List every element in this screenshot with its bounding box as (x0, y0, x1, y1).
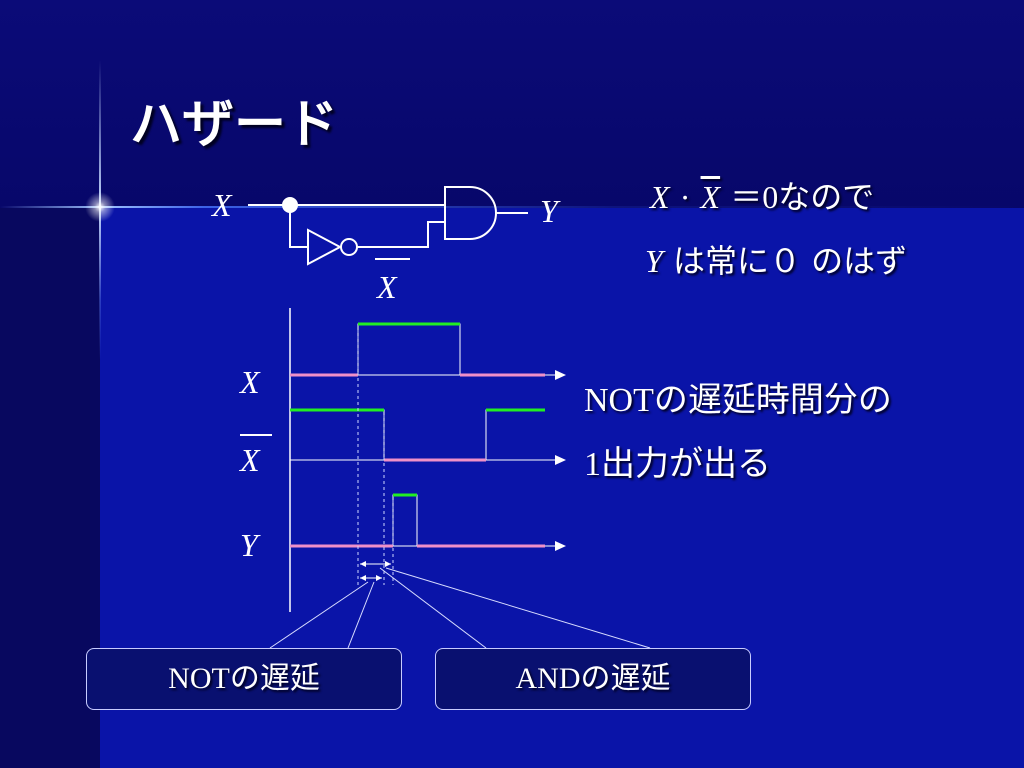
not-gate (307, 228, 343, 266)
inverted-wire (357, 221, 445, 248)
note-line-2-rest: 出力が出る (601, 444, 771, 484)
and-callout-leader-left (379, 567, 487, 649)
not-delay-suffix: の遅延 (229, 661, 320, 696)
formula-xbar: X (700, 179, 721, 215)
statement-line: Y は常に０ のはず (645, 236, 907, 282)
not-callout-leader-left (269, 581, 369, 649)
background-top (0, 0, 1024, 208)
timing-chart (269, 308, 651, 649)
statement-y: Y (645, 243, 663, 279)
delay-arrow-lower-right-head (376, 575, 382, 581)
signal-label-x: X (238, 364, 261, 400)
slide-title: ハザード (130, 95, 339, 155)
branch-wire (289, 205, 308, 248)
logic-circuit (248, 186, 528, 266)
and-callout-leader-right (385, 567, 651, 649)
formula-dot: · (679, 179, 691, 215)
formula-x: X (650, 179, 670, 215)
note-line-1: NOTの遅延時間分の (584, 372, 892, 421)
note-line-1-rest: の遅延時間分の (653, 380, 892, 420)
note-one: 1 (584, 446, 601, 483)
not-delay-prefix: NOT (168, 662, 230, 695)
note-not: NOT (584, 382, 654, 419)
not-gate-bubble (340, 238, 358, 256)
xbar-waveform (290, 409, 545, 461)
not-delay-callout: NOTの遅延 (86, 648, 402, 710)
statement-zero: ０ (768, 243, 801, 279)
x-arrowhead (555, 370, 566, 380)
and-delay-suffix: の遅延 (580, 661, 671, 696)
callout-leaders (269, 567, 651, 649)
circuit-inverted-label: X (375, 269, 398, 305)
formula-equals: ＝ (730, 179, 763, 215)
and-gate (444, 186, 497, 240)
xbar-arrowhead (555, 455, 566, 465)
and-delay-callout: ANDの遅延 (435, 648, 751, 710)
delay-arrow-lower-left-head (360, 575, 366, 581)
decorative-flare (85, 192, 115, 222)
formula-line: X · X ＝0なので (650, 172, 874, 218)
decorative-horizontal-line (0, 206, 1024, 208)
y-arrowhead (555, 541, 566, 551)
statement-text-2: のはず (801, 242, 908, 280)
delay-arrow-upper-left-head (360, 561, 366, 567)
signal-label-xbar: X (238, 442, 261, 478)
circuit-input-label: X (210, 187, 233, 223)
formula-tail: なので (778, 178, 875, 216)
signal-label-y: Y (240, 527, 261, 563)
statement-text-1: は常に (662, 242, 769, 280)
delay-arrow-upper-right-head (385, 561, 391, 567)
background-left-strip (0, 208, 100, 768)
formula-zero: 0 (762, 179, 779, 215)
x-waveform (290, 323, 545, 376)
note-line-2: 1出力が出る (584, 436, 771, 485)
and-delay-prefix: AND (515, 662, 581, 695)
circuit-output-label: Y (540, 193, 561, 229)
not-callout-leader-right (347, 581, 375, 649)
y-waveform (290, 494, 545, 547)
